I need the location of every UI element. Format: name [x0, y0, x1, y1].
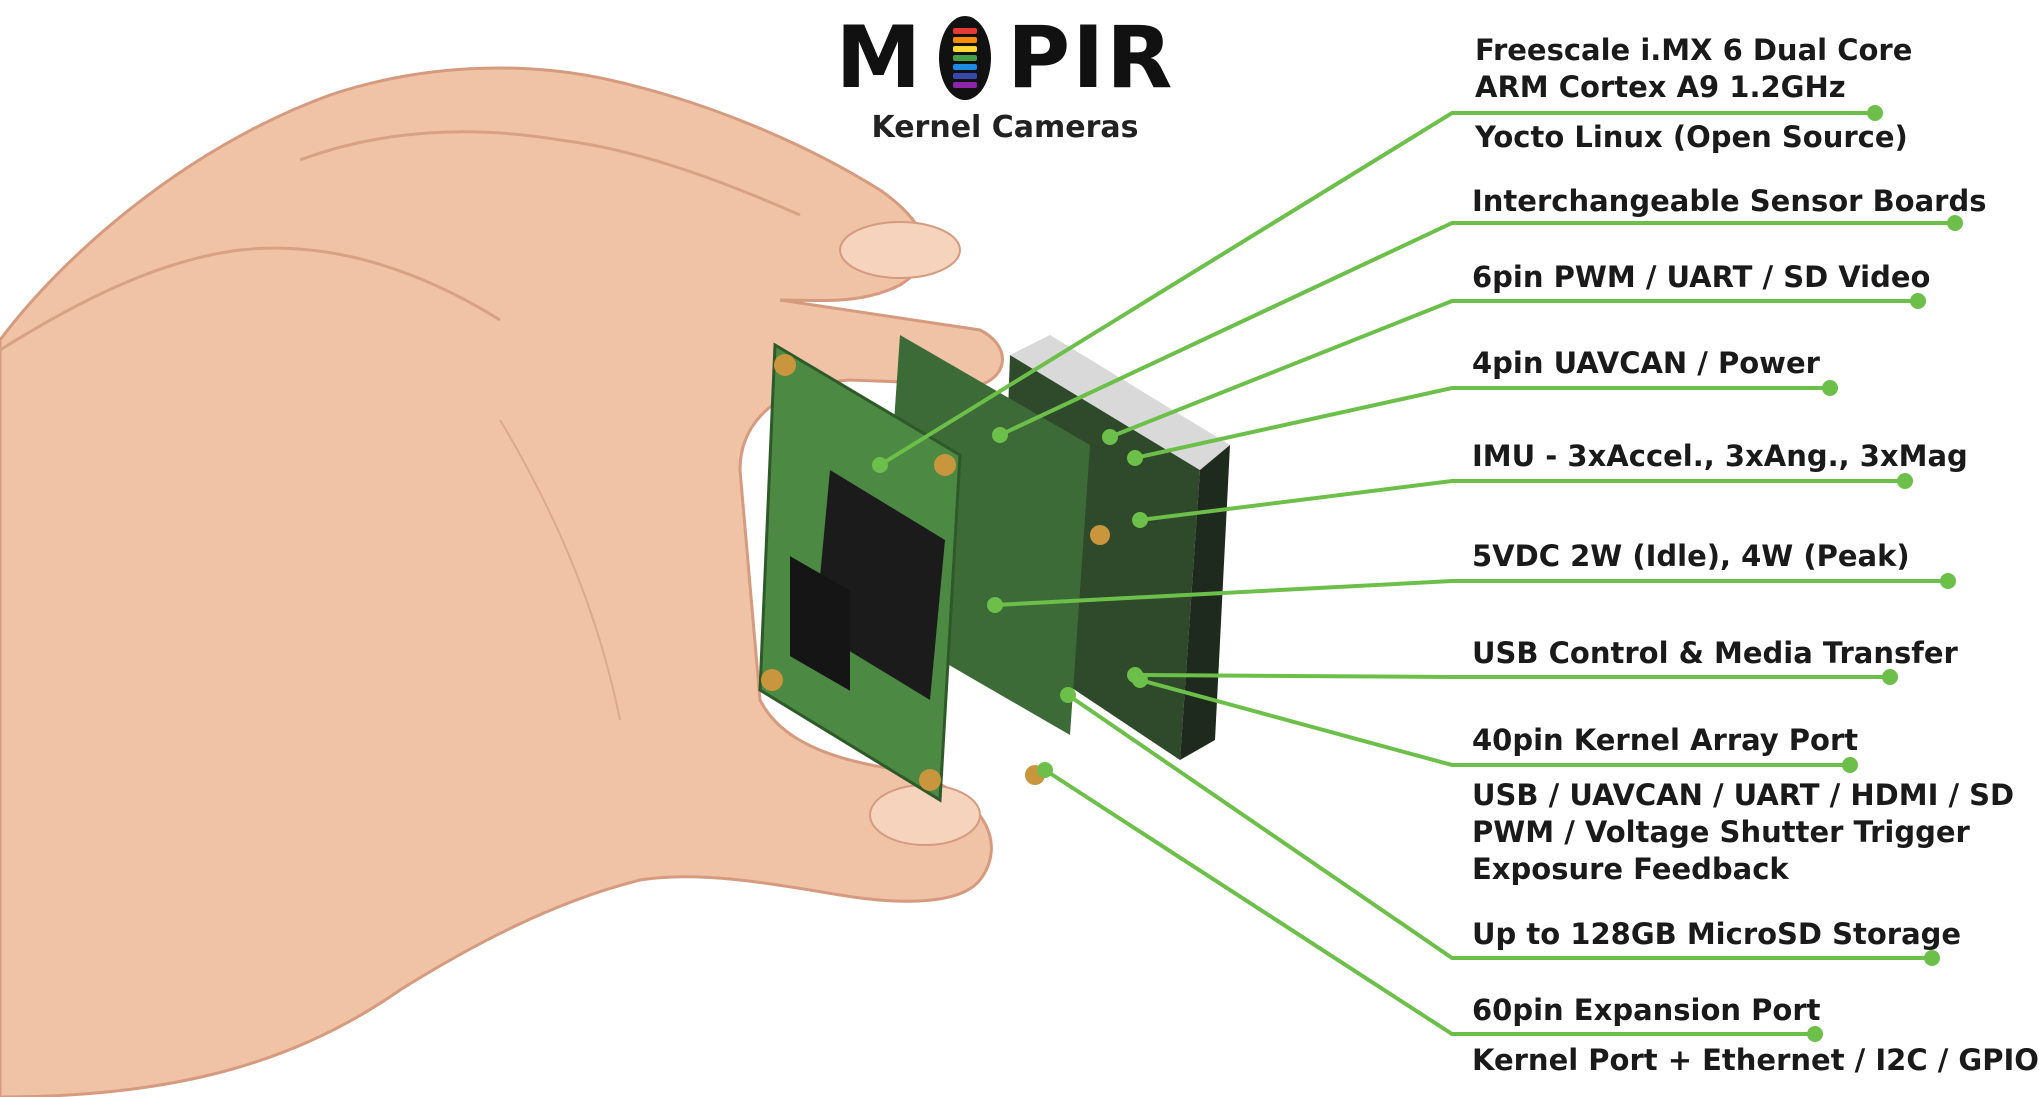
callout-label-6pin: 6pin PWM / UART / SD Video — [1472, 259, 1930, 296]
callout-label-sensor-boards: Interchangeable Sensor Boards — [1472, 183, 1986, 220]
finger-crease — [299, 130, 801, 217]
callout-anchor-dot — [1127, 450, 1143, 466]
callout-end-dot — [1842, 757, 1858, 773]
spectrum-bar — [953, 37, 978, 43]
finger-crease — [0, 246, 501, 352]
callout-label-processor: Freescale i.MX 6 Dual Core ARM Cortex A9… — [1475, 32, 1912, 106]
callout-label-40pin: 40pin Kernel Array Port — [1472, 722, 1858, 759]
callout-end-dot — [1947, 215, 1963, 231]
callout-label-imu: IMU - 3xAccel., 3xAng., 3xMag — [1472, 438, 1968, 475]
fingernail — [839, 221, 961, 279]
callout-line-power — [994, 579, 1948, 607]
hand-shape — [0, 66, 1004, 1097]
spectrum-bar — [953, 28, 978, 34]
callout-text: 60pin Expansion Port — [1472, 993, 1821, 1027]
callout-end-dot — [1807, 1026, 1823, 1042]
callout-anchor-dot — [987, 597, 1003, 613]
callout-line-imu — [1139, 479, 1905, 522]
callout-line-usb — [1134, 673, 1890, 679]
callout-text: 4pin UAVCAN / Power — [1472, 346, 1820, 380]
callout-end-dot — [1882, 669, 1898, 685]
callout-anchor-dot — [1132, 512, 1148, 528]
callout-text: Interchangeable Sensor Boards — [1472, 184, 1987, 218]
callout-label-power: 5VDC 2W (Idle), 4W (Peak) — [1472, 538, 1910, 575]
callout-end-dot — [1924, 950, 1940, 966]
callout-label-4pin: 4pin UAVCAN / Power — [1472, 345, 1820, 382]
callout-anchor-dot — [1132, 672, 1148, 688]
spectrum-bar — [953, 55, 978, 61]
spectrum-bar — [953, 64, 978, 70]
callout-line-60pin — [1043, 768, 1815, 1036]
callout-end-dot — [1940, 573, 1956, 589]
logo-letters-pir: PIR — [1007, 8, 1175, 108]
callout-text: 6pin PWM / UART / SD Video — [1472, 260, 1931, 294]
spectrum-bar — [953, 46, 978, 52]
mounting-hole — [1090, 525, 1110, 545]
mounting-hole — [761, 669, 783, 691]
callout-anchor-dot — [872, 457, 888, 473]
callout-text: Freescale i.MX 6 Dual Core — [1475, 33, 1913, 67]
callout-lines — [878, 111, 1955, 1036]
mounting-hole — [934, 454, 956, 476]
callout-anchor-dot — [1037, 762, 1053, 778]
callout-label-usb: USB Control & Media Transfer — [1472, 635, 1958, 672]
callout-text: ARM Cortex A9 1.2GHz — [1475, 70, 1846, 104]
mounting-hole — [919, 769, 941, 791]
brand-header: M PIR Kernel Cameras — [836, 10, 1173, 145]
callout-text: Exposure Feedback — [1472, 852, 1789, 886]
callout-label-60pin: 60pin Expansion Port — [1472, 992, 1821, 1029]
brand-logo: M PIR — [836, 10, 1173, 106]
callout-end-dot — [1867, 105, 1883, 121]
callout-text: USB Control & Media Transfer — [1472, 636, 1958, 670]
callout-dots — [872, 105, 1963, 1042]
callout-anchor-dot — [1102, 429, 1118, 445]
callout-line-microsd — [1066, 693, 1932, 960]
camera-board-stack — [758, 335, 1230, 803]
callout-line-sensor-boards — [999, 221, 1955, 437]
callout-anchor-dot — [1060, 687, 1076, 703]
thumbnail — [869, 784, 981, 846]
spectrum-bar — [953, 82, 978, 88]
callout-text: Kernel Port + Ethernet / I2C / GPIO — [1472, 1043, 2039, 1077]
callout-label-os: Yocto Linux (Open Source) — [1475, 119, 1908, 156]
callout-text: IMU - 3xAccel., 3xAng., 3xMag — [1472, 439, 1968, 473]
callout-line-processor — [878, 111, 1875, 467]
callout-line-40pin — [1139, 678, 1850, 767]
callout-text: Up to 128GB MicroSD Storage — [1472, 917, 1962, 951]
callout-end-dot — [1897, 473, 1913, 489]
mounting-hole — [774, 354, 796, 376]
callout-end-dot — [1910, 293, 1926, 309]
spectrum-bar — [953, 73, 978, 79]
callout-text: USB / UAVCAN / UART / HDMI / SD — [1472, 778, 2015, 812]
callout-text: 40pin Kernel Array Port — [1472, 723, 1859, 757]
callout-line-6pin — [1109, 299, 1918, 439]
kernel-spectrum-icon — [939, 16, 992, 100]
logo-letter-m: M — [835, 8, 924, 108]
brand-subtitle: Kernel Cameras — [871, 110, 1139, 145]
callout-text: PWM / Voltage Shutter Trigger — [1472, 815, 1970, 849]
callout-anchor-dot — [992, 427, 1008, 443]
callout-label-microsd: Up to 128GB MicroSD Storage — [1472, 916, 1961, 953]
callout-end-dot — [1822, 380, 1838, 396]
pcb-connector-edge — [1010, 335, 1230, 470]
pcb-side-edge — [1180, 445, 1230, 760]
callout-label-40pin-details: USB / UAVCAN / UART / HDMI / SD PWM / Vo… — [1472, 777, 2014, 888]
palm-crease — [499, 419, 621, 721]
callout-label-60pin-details: Kernel Port + Ethernet / I2C / GPIO — [1472, 1042, 2039, 1079]
callout-text: 5VDC 2W (Idle), 4W (Peak) — [1472, 539, 1910, 573]
callout-line-4pin — [1134, 386, 1830, 460]
callout-text: Yocto Linux (Open Source) — [1475, 120, 1908, 154]
memory-chip — [790, 556, 850, 691]
